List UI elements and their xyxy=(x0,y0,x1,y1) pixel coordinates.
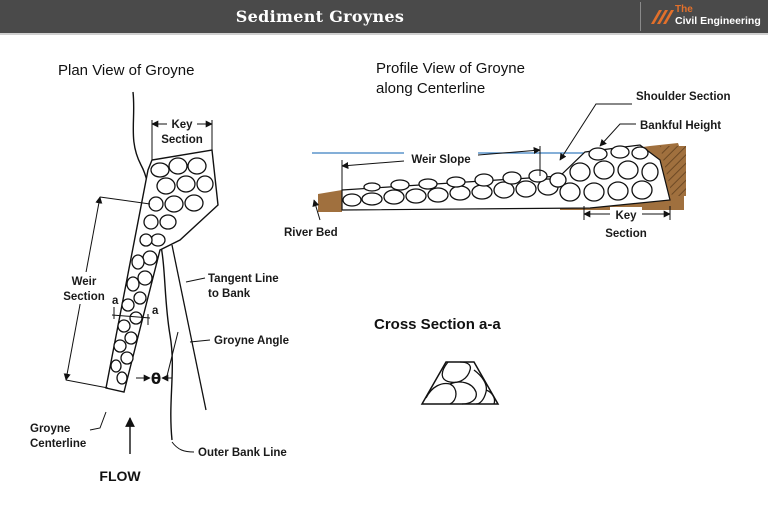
profile-stones xyxy=(341,144,671,211)
slash-marks-icon xyxy=(651,10,674,24)
profile-shoulder-label: Shoulder Section xyxy=(636,91,731,103)
plan-weir-label-2: Section xyxy=(63,291,105,303)
profile-key-label: Key xyxy=(615,210,637,222)
plan-key-label-2: Section xyxy=(161,134,203,146)
plan-flow-label: FLOW xyxy=(99,468,141,484)
groyne-angle-line xyxy=(165,331,179,381)
logo[interactable]: The Civil Engineering xyxy=(640,2,767,31)
profile-bankful-label: Bankful Height xyxy=(640,120,721,132)
logo-name: Civil Engineering xyxy=(675,15,761,27)
plan-a-left: a xyxy=(112,295,119,307)
plan-outer-bank-label: Outer Bank Line xyxy=(198,447,287,459)
theta-symbol: θ xyxy=(151,370,161,388)
river-bed-left xyxy=(318,190,342,212)
header-bar: Sediment Groynes The Civil Engineering xyxy=(0,0,768,35)
bank-hatch xyxy=(660,146,686,196)
plan-centerline-label-2: Centerline xyxy=(30,438,86,450)
tangent-line xyxy=(171,244,207,411)
profile-key-label-2: Section xyxy=(605,228,647,240)
profile-title: Profile View of Groyne xyxy=(376,60,525,77)
cross-section-shape xyxy=(420,361,500,405)
angle-leader xyxy=(189,339,211,343)
plan-centerline-label: Groyne xyxy=(30,423,70,435)
plan-weir-label: Weir xyxy=(72,276,97,288)
centerline-leader xyxy=(89,411,107,431)
weir-dim-tick-top xyxy=(99,196,151,205)
plan-title: Plan View of Groyne xyxy=(58,62,194,79)
profile-weir-slope-label: Weir Slope xyxy=(411,154,470,166)
shoulder-leader xyxy=(559,103,632,161)
plan-tangent-label: Tangent Line xyxy=(208,273,279,285)
plan-stones xyxy=(110,157,214,385)
logo-the: The xyxy=(675,4,693,15)
cross-title: Cross Section a-a xyxy=(374,316,501,333)
weir-slope-bg xyxy=(404,151,478,166)
profile-title-2: along Centerline xyxy=(376,80,485,97)
river-bed-leader xyxy=(312,199,321,221)
section-cut-line xyxy=(111,314,151,319)
weir-dim-tick-bottom xyxy=(65,379,109,389)
key-label-bg xyxy=(167,117,197,131)
plan-a-right: a xyxy=(152,305,159,317)
page-title: Sediment Groynes xyxy=(235,7,405,26)
outer-bank-leader xyxy=(171,441,195,453)
plan-angle-label: Groyne Angle xyxy=(214,335,289,347)
bankful-leader xyxy=(599,123,636,147)
plan-tangent-label-2: to Bank xyxy=(208,288,251,300)
weir-label-bg xyxy=(60,272,108,304)
tangent-leader xyxy=(185,277,206,283)
groyne-diagram: Plan View of Groyne xyxy=(30,60,731,484)
profile-river-bed-label: River Bed xyxy=(284,227,338,239)
plan-key-label: Key xyxy=(171,119,193,131)
profile-key-bg xyxy=(610,207,642,221)
